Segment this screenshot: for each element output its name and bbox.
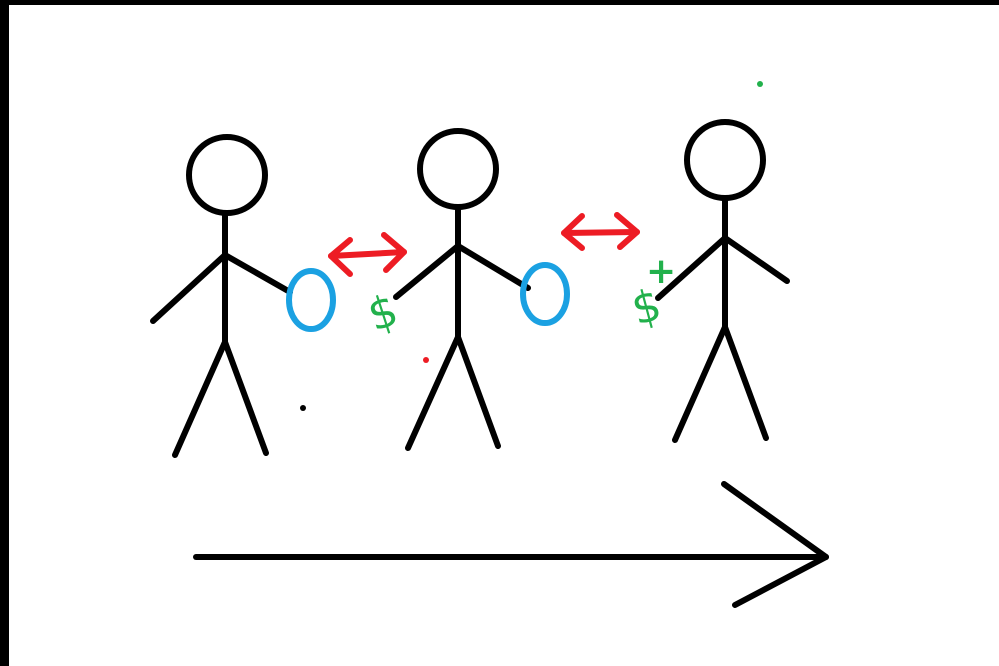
coin-icon-2: [520, 262, 570, 326]
figure-3-left-leg: [672, 324, 728, 443]
stray-dot-black: [300, 405, 306, 411]
figure-1-right-leg: [222, 339, 269, 456]
plus-sign-icon: +: [646, 251, 676, 292]
stick-figure-2: [393, 128, 531, 451]
figure-2-left-arm: [393, 243, 461, 300]
figure-1-left-leg: [172, 339, 228, 458]
figure-1-right-arm: [222, 252, 293, 295]
figure-2-right-leg: [455, 334, 501, 449]
figure-3-left-arm: [655, 235, 728, 301]
figure-2-left-leg: [405, 334, 461, 451]
double-arrow-icon-1: [328, 232, 407, 277]
stray-dot-green: [757, 81, 763, 87]
stray-dot-red: [423, 357, 429, 363]
figure-3-head: [684, 119, 766, 201]
double-arrow-icon-2: [561, 212, 640, 251]
figure-2-right-arm: [455, 243, 531, 291]
coin-icon-1: [286, 268, 336, 332]
figure-1-head: [186, 134, 268, 216]
figure-3-right-arm: [722, 235, 790, 284]
figure-2-head: [417, 128, 499, 210]
right-arrow-icon: [193, 481, 829, 608]
figure-1-left-arm: [150, 252, 228, 324]
figure-3-right-leg: [722, 324, 769, 441]
stick-figure-3: [655, 119, 790, 443]
stick-figure-1: [150, 134, 293, 458]
